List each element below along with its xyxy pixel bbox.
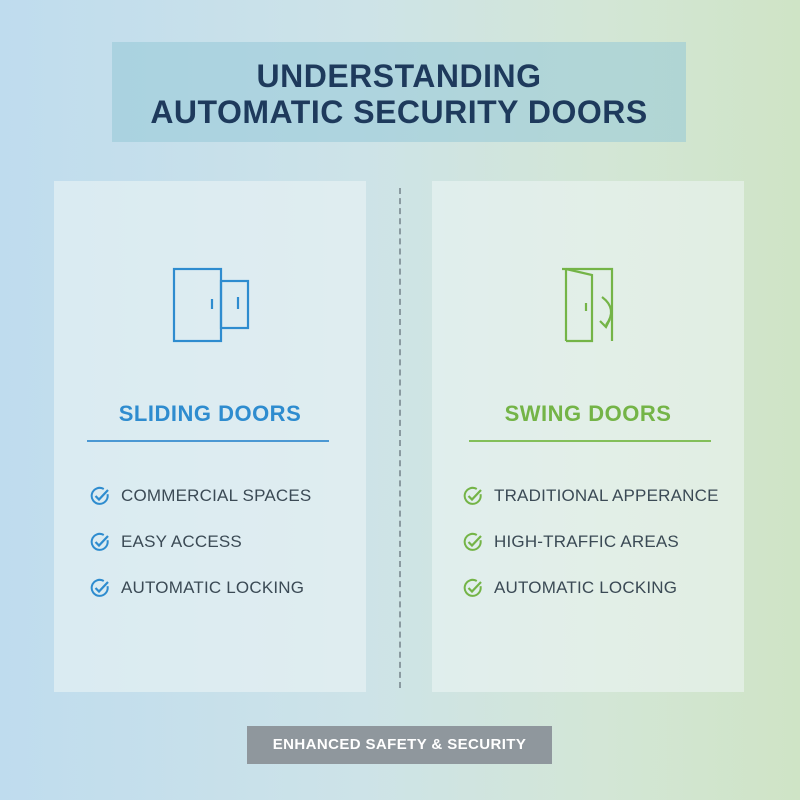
sliding-doors-heading: SLIDING DOORS [118, 401, 302, 426]
swing-doors-panel: SWING DOORS TRADITIONAL APPERANCE HIGH-T… [432, 181, 744, 692]
swing-doors-heading: SWING DOORS [504, 401, 672, 426]
list-item: EASY ACCESS [90, 519, 311, 565]
dashed-divider [399, 188, 401, 688]
check-circle-icon [90, 486, 109, 505]
sliding-door-icon [172, 267, 250, 343]
swing-doors-rule [469, 440, 711, 442]
swing-doors-feature-list: TRADITIONAL APPERANCE HIGH-TRAFFIC AREAS… [463, 473, 719, 611]
feature-label: AUTOMATIC LOCKING [121, 578, 305, 597]
check-circle-icon [90, 532, 109, 551]
list-item: HIGH-TRAFFIC AREAS [463, 519, 719, 565]
title-line-2: AUTOMATIC SECURITY DOORS [150, 94, 648, 130]
sliding-doors-panel: SLIDING DOORS COMMERCIAL SPACES EASY ACC… [54, 181, 366, 692]
feature-label: AUTOMATIC LOCKING [494, 578, 678, 597]
check-circle-icon [463, 486, 482, 505]
list-item: COMMERCIAL SPACES [90, 473, 311, 519]
feature-label: TRADITIONAL APPERANCE [494, 486, 719, 505]
feature-label: HIGH-TRAFFIC AREAS [494, 532, 679, 551]
list-item: TRADITIONAL APPERANCE [463, 473, 719, 519]
sliding-doors-feature-list: COMMERCIAL SPACES EASY ACCESS AUTOMATIC … [90, 473, 311, 611]
swing-door-icon [562, 267, 614, 343]
title-banner: UNDERSTANDING AUTOMATIC SECURITY DOORS [112, 42, 686, 142]
list-item: AUTOMATIC LOCKING [90, 565, 311, 611]
feature-label: EASY ACCESS [121, 532, 242, 551]
sliding-doors-rule [87, 440, 329, 442]
check-circle-icon [463, 578, 482, 597]
check-circle-icon [463, 532, 482, 551]
title-line-1: UNDERSTANDING [256, 58, 542, 94]
footer-badge: ENHANCED SAFETY & SECURITY [247, 726, 552, 764]
check-circle-icon [90, 578, 109, 597]
list-item: AUTOMATIC LOCKING [463, 565, 719, 611]
feature-label: COMMERCIAL SPACES [121, 486, 312, 505]
